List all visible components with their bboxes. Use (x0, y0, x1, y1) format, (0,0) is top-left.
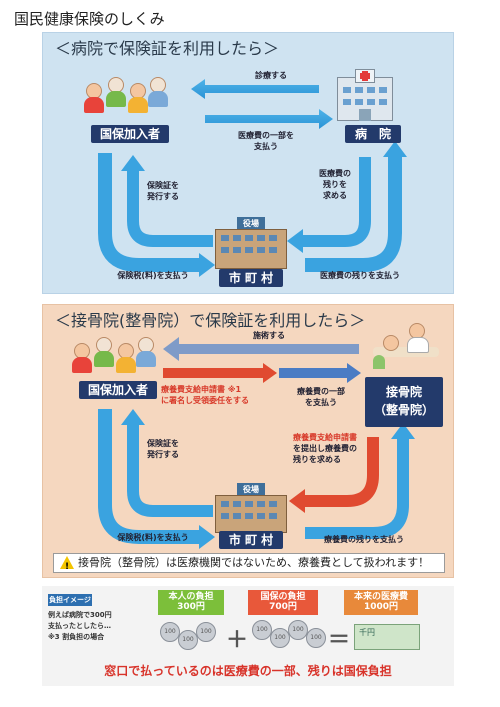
arrow-request-label: 医療費の残りを求める (319, 169, 351, 200)
arrow-submit-label: 療養費支給申請書を提出し療養費の残りを求める (293, 433, 357, 464)
city-label: 市 町 村 (219, 531, 283, 549)
coin-icon: 100 (252, 620, 272, 640)
arrow-exam (191, 79, 319, 99)
insured-people-illustration (71, 335, 161, 375)
arrow-sign (163, 363, 277, 383)
burden-image-panel: 負担イメージ 例えば病院で300円 支払ったとしたら… ※3 割負担の場合 本人… (42, 586, 454, 686)
arrow-pay-rest (305, 437, 409, 539)
arrow-tax-label: 保険税(料)を支払う (117, 533, 189, 542)
coin-icon: 100 (306, 628, 326, 648)
bonesetter-clinic-label: 接骨院（整骨院） (365, 377, 443, 427)
arrow-issue (127, 169, 213, 247)
insured-people-illustration (83, 73, 173, 119)
city-hall-building-icon: 役場 (215, 217, 287, 269)
city-hall-sign: 役場 (237, 217, 265, 231)
warning-icon (60, 556, 74, 569)
panel-title-bonesetter: ＜接骨院(整骨院）で保険証を利用したら＞ (55, 311, 366, 330)
arrow-tax (98, 409, 199, 544)
arrow-treat-label: 施術する (253, 331, 285, 340)
arrow-pay-part (279, 363, 361, 383)
bonesetter-flow-panel: ＜接骨院(整骨院）で保険証を利用したら＞ 国保加入者 接骨 (42, 304, 454, 578)
arrow-pay-rest (305, 155, 402, 272)
arrow-exam-label: 診療する (255, 71, 287, 80)
coin-icon: 100 (160, 622, 180, 642)
arrow-pay-part-label: 療養費の一部を支払う (297, 387, 345, 407)
coin-icon: 100 (178, 630, 198, 650)
arrow-issue-label: 保険証を発行する (147, 181, 179, 201)
burden-image-label: 負担イメージ (48, 594, 92, 606)
hospital-building-icon (333, 69, 397, 121)
arrow-treat (163, 337, 359, 361)
coin-icon: 100 (288, 620, 308, 640)
arrow-issue (127, 423, 213, 517)
burden-example-text: 例えば病院で300円 支払ったとしたら… ※3 割負担の場合 (48, 611, 112, 642)
arrow-tax-label: 保険税(料)を支払う (117, 271, 189, 280)
hospital-label: 病 院 (345, 125, 401, 143)
arrow-pay-rest-label: 医療費の残りを支払う (320, 271, 400, 280)
plus-sign: ＋ (226, 628, 249, 653)
hospital-flow-arrows (98, 79, 407, 277)
arrow-pay-part (205, 109, 333, 129)
equals-sign: ＝ (328, 628, 351, 653)
coin-icon: 100 (270, 628, 290, 648)
arrow-submit (303, 437, 379, 507)
arrow-pay-rest-label: 療養費の残りを支払う (324, 535, 404, 544)
page-title: 国民健康保険のしくみ (14, 10, 165, 28)
arrow-pay-part-label: 医療費の一部を支払う (238, 131, 294, 151)
banknote-icon: 千円 (354, 624, 420, 650)
coin-icon: 100 (196, 622, 216, 642)
hospital-flow-panel: ＜病院で保険証を利用したら＞ 国保加入者 (42, 32, 454, 294)
arrow-tax (98, 153, 199, 272)
bonesetter-flow-arrows (98, 337, 415, 549)
insured-label: 国保加入者 (79, 381, 157, 399)
burden-summary-text: 窓口で払っているのは医療費の一部、残りは国保負担 (104, 664, 392, 678)
bonesetter-treatment-illustration (373, 321, 443, 369)
warning-text: 接骨院（整骨院）は医療機関ではないため、療養費として扱われます！ (78, 556, 430, 569)
warning-bar: ! 接骨院（整骨院）は医療機関ではないため、療養費として扱われます！ (53, 553, 445, 573)
city-hall-building-icon: 役場 (215, 483, 287, 533)
panel-title-hospital: ＜病院で保険証を利用したら＞ (55, 39, 280, 58)
insured-label: 国保加入者 (91, 125, 169, 143)
city-label: 市 町 村 (219, 269, 283, 287)
arrow-request (301, 157, 371, 247)
city-hall-sign: 役場 (237, 483, 265, 497)
arrow-issue-label: 保険証を発行する (147, 439, 179, 459)
